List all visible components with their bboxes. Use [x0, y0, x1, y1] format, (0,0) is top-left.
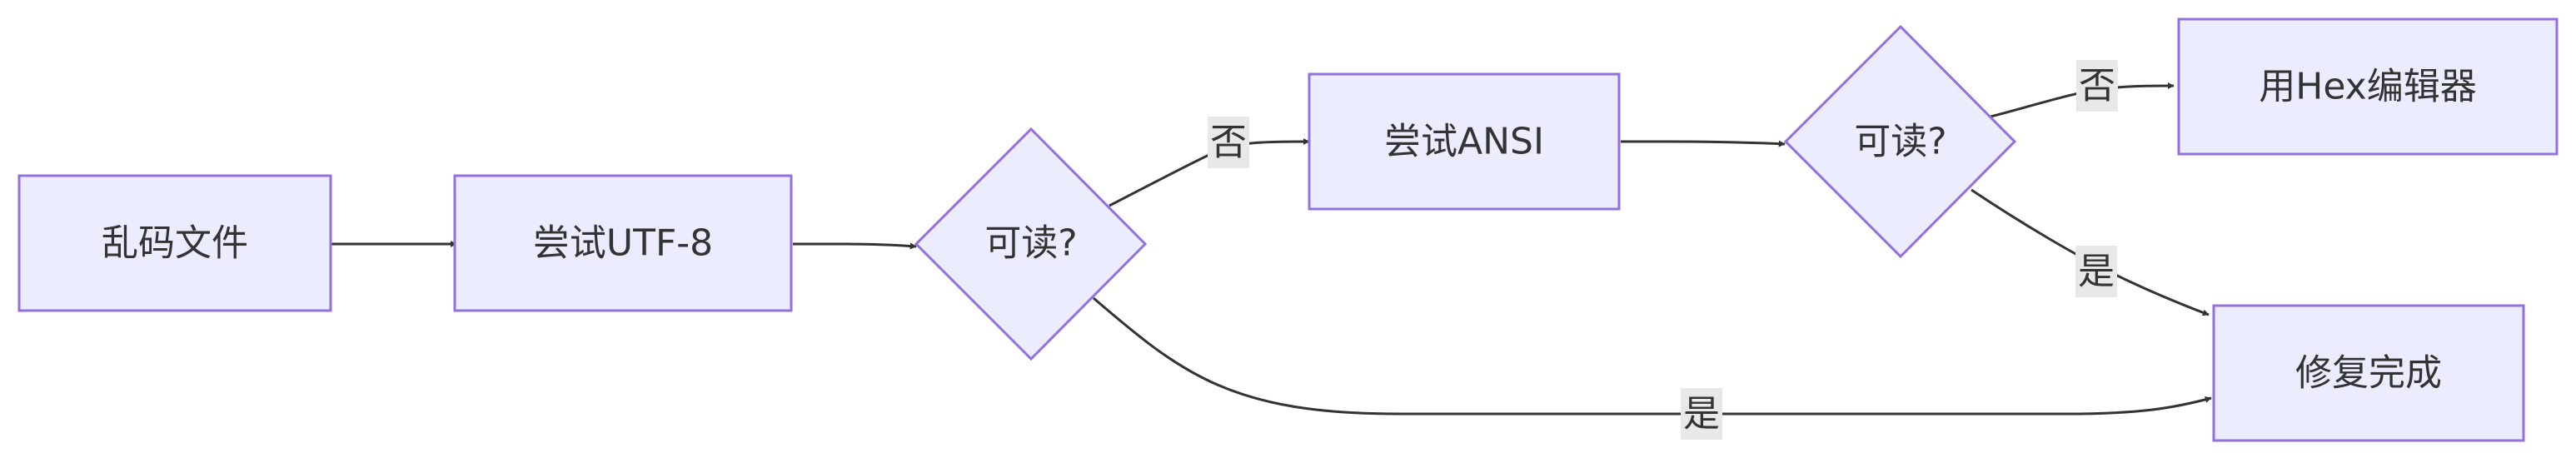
- node-try-ansi[interactable]: 尝试ANSI: [1308, 72, 1621, 211]
- edge-utf8-to-readable-1: [793, 242, 917, 250]
- svg-text:可读?: 可读?: [1854, 121, 1946, 163]
- svg-text:否: 否: [2079, 65, 2115, 107]
- edge-readable-1-yes-to-done: [1093, 296, 2212, 416]
- node-garbled-file[interactable]: 乱码文件: [17, 174, 332, 312]
- node-readable-decision-2[interactable]: 可读?: [1783, 24, 2017, 259]
- svg-text:否: 否: [1210, 122, 1247, 164]
- edge-ansi-to-readable-2: [1621, 140, 1786, 147]
- svg-text:尝试UTF-8: 尝试UTF-8: [533, 222, 713, 265]
- svg-text:用Hex编辑器: 用Hex编辑器: [2259, 66, 2476, 108]
- svg-text:乱码文件: 乱码文件: [102, 222, 248, 265]
- edge-label-readable-2-yes: 是: [2075, 246, 2117, 297]
- edge-label-readable-1-no: 否: [1208, 117, 1249, 168]
- node-try-utf8[interactable]: 尝试UTF-8: [453, 174, 793, 312]
- svg-text:修复完成: 修复完成: [2295, 352, 2442, 395]
- edge-label-readable-2-no: 否: [2076, 60, 2118, 112]
- svg-text:是: 是: [1683, 393, 1720, 436]
- node-readable-decision-1[interactable]: 可读?: [914, 127, 1148, 361]
- svg-text:可读?: 可读?: [984, 222, 1077, 265]
- svg-text:是: 是: [2078, 251, 2115, 293]
- svg-text:尝试ANSI: 尝试ANSI: [1384, 121, 1544, 163]
- edge-label-readable-1-yes: 是: [1681, 388, 1722, 440]
- node-fix-complete[interactable]: 修复完成: [2212, 304, 2525, 442]
- node-hex-editor[interactable]: 用Hex编辑器: [2177, 17, 2559, 156]
